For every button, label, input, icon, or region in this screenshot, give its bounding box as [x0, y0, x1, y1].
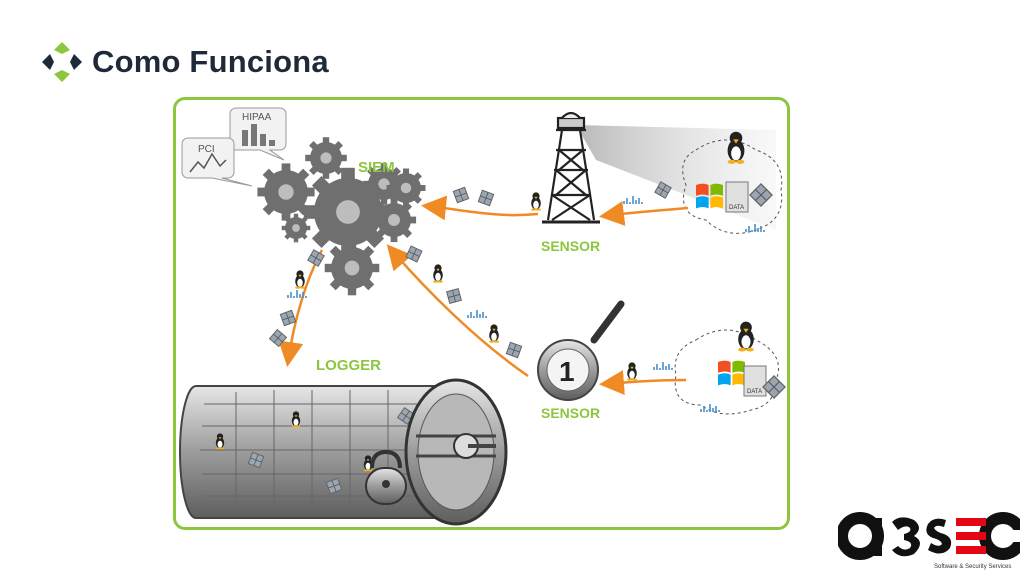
data-label-top: DATA	[729, 205, 744, 211]
diagram-frame: HIPAA PCI	[173, 97, 790, 530]
logger-label: LOGGER	[316, 357, 381, 374]
architecture-diagram: HIPAA PCI	[179, 107, 786, 526]
brand-tagline: Software & Security Services	[934, 564, 1011, 570]
magnifier-to-siem-arrow	[386, 244, 529, 378]
data-label-bottom: DATA	[747, 389, 762, 395]
tower-sensor-icon	[542, 111, 600, 224]
hipaa-report-bubble: HIPAA	[229, 107, 287, 161]
sensor-badge: 1	[559, 356, 575, 387]
bottom-sources-cloud: DATA	[674, 321, 786, 415]
sensor-bottom-label: SENSOR	[541, 405, 600, 421]
magnifier-sensor-icon: 1	[537, 300, 625, 401]
sensor-beam	[576, 125, 776, 230]
top-sources-cloud: DATA	[682, 131, 783, 234]
hipaa-label: HIPAA	[242, 112, 272, 123]
tower-to-siem-arrow	[421, 195, 539, 221]
sensor-top-label: SENSOR	[541, 238, 600, 254]
sources-to-magnifier-arrow	[599, 370, 687, 395]
logger-vault-icon	[179, 378, 508, 526]
title-bar: Como Funciona	[40, 40, 329, 84]
pci-label: PCI	[198, 144, 215, 155]
sources-to-tower-arrow	[599, 201, 689, 226]
pci-report-bubble: PCI	[181, 137, 253, 187]
siem-label: SIEM	[358, 159, 395, 176]
page-title: Como Funciona	[92, 44, 329, 79]
siem-to-logger-arrow	[278, 249, 324, 367]
diamond-arrows-icon	[42, 42, 82, 82]
a3sec-logo: Software & Security Services	[838, 512, 1020, 570]
siem-gears-icon	[257, 137, 426, 296]
